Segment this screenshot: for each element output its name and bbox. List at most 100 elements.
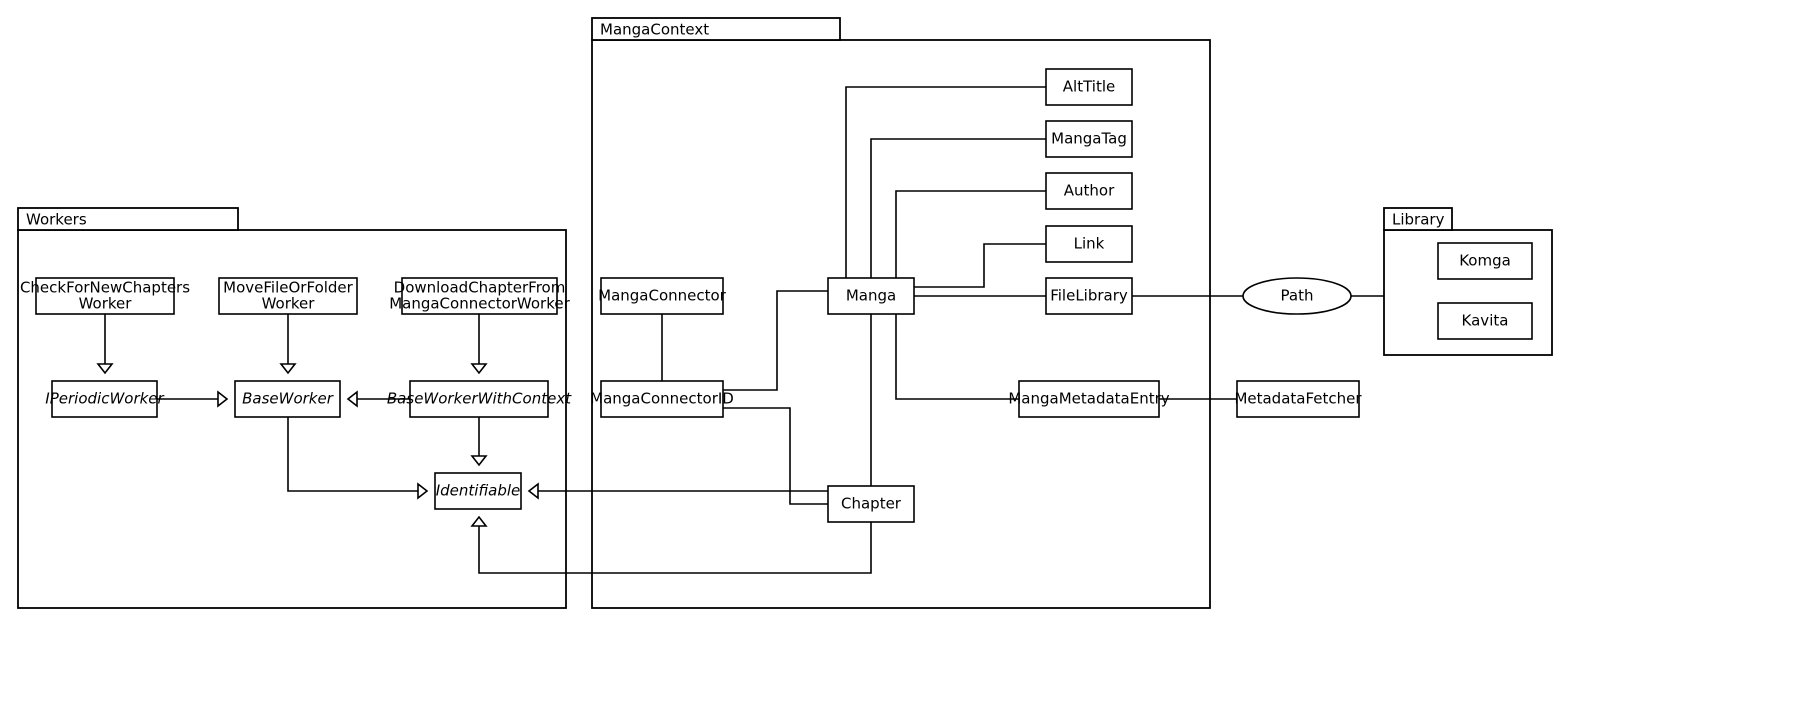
node-label: Link (1074, 235, 1105, 253)
node-iperiodicworker[interactable]: IPeriodicWorker (45, 380, 165, 418)
node-label: MangaConnectorWorker (389, 295, 570, 313)
node-label: CheckForNewChapters (20, 279, 190, 297)
node-link[interactable]: Link (1045, 225, 1133, 263)
node-manga[interactable]: Manga (827, 277, 915, 315)
node-mangametadataentry[interactable]: MangaMetadataEntry (1008, 380, 1170, 418)
edge-line (914, 243, 1046, 288)
package-label: Workers (26, 211, 87, 229)
node-path[interactable]: Path (1242, 277, 1352, 315)
node-label: Kavita (1462, 312, 1509, 330)
node-shape[interactable] (35, 277, 175, 315)
edge-e-manga-metadata (895, 314, 1019, 400)
node-shape[interactable] (1242, 277, 1352, 315)
node-shape[interactable] (1437, 242, 1533, 280)
node-shape[interactable] (600, 277, 724, 315)
arrowhead-hollow-triangle (96, 363, 114, 375)
node-label: Komga (1459, 252, 1511, 270)
package-tab (591, 17, 841, 41)
node-label: Manga (846, 287, 896, 305)
edge-e-manga-ident (470, 314, 872, 574)
edge-e-connid-manga (723, 290, 828, 391)
edge-e-manga-author (895, 190, 1046, 278)
node-label: DownloadChapterFrom (394, 279, 566, 297)
node-label: Path (1281, 287, 1314, 305)
node-shape[interactable] (827, 277, 915, 315)
node-shape[interactable] (434, 472, 522, 510)
node-shape[interactable] (1045, 277, 1133, 315)
edge-e-manga-alttitle (845, 86, 1046, 278)
arrowhead-hollow-triangle (217, 390, 229, 408)
node-shape[interactable] (1045, 225, 1133, 263)
node-label: MetadataFetcher (1234, 390, 1362, 408)
edge-e-connid-chapter (723, 407, 828, 505)
arrowhead-hollow-triangle (279, 363, 297, 375)
node-kavita[interactable]: Kavita (1437, 302, 1533, 340)
edge-e-iperiodic-base (157, 390, 229, 408)
node-label: IPeriodicWorker (45, 390, 164, 408)
edge-line (870, 138, 1046, 278)
node-mangaconnector[interactable]: MangaConnector (598, 277, 727, 315)
node-shape[interactable] (1045, 68, 1133, 106)
node-layer: CheckForNewChaptersWorkerMoveFileOrFolde… (20, 68, 1533, 523)
node-mangaconnectorid[interactable]: MangaConnectorID (590, 380, 734, 418)
node-shape[interactable] (1045, 172, 1133, 210)
package-label: MangaContext (600, 21, 709, 39)
node-baseworker[interactable]: BaseWorker (234, 380, 341, 418)
node-shape[interactable] (51, 380, 158, 418)
node-shape[interactable] (234, 380, 341, 418)
arrowhead-hollow-triangle (470, 363, 488, 375)
package-tab (1383, 207, 1453, 231)
node-baseworkerwithctx[interactable]: BaseWorkerWithContext (387, 380, 572, 418)
node-label: Worker (262, 295, 316, 313)
node-alttitle[interactable]: AltTitle (1045, 68, 1133, 106)
node-label: Worker (79, 295, 133, 313)
edge-e-chapter-ident (527, 482, 828, 500)
node-shape[interactable] (218, 277, 358, 315)
edge-e-manga-mangatag (870, 138, 1046, 278)
arrowhead-hollow-triangle (470, 455, 488, 467)
node-label: Identifiable (436, 482, 521, 500)
node-label: FileLibrary (1050, 287, 1128, 305)
node-metadatafetcher[interactable]: MetadataFetcher (1234, 380, 1362, 418)
arrowhead-hollow-triangle (346, 390, 358, 408)
node-shape[interactable] (1236, 380, 1360, 418)
arrowhead-hollow-triangle (417, 482, 429, 500)
node-chapter[interactable]: Chapter (827, 485, 915, 523)
edge-line (723, 290, 828, 391)
edge-e-manga-link (914, 243, 1046, 288)
node-label: MangaMetadataEntry (1008, 390, 1169, 408)
node-shape[interactable] (1018, 380, 1160, 418)
edge-e-download-basectx (470, 314, 488, 375)
arrowhead-hollow-triangle (470, 515, 488, 527)
node-komga[interactable]: Komga (1437, 242, 1533, 280)
edge-line (895, 190, 1046, 278)
edge-line (287, 417, 418, 492)
node-shape[interactable] (827, 485, 915, 523)
edge-e-move-base (279, 314, 297, 375)
node-author[interactable]: Author (1045, 172, 1133, 210)
node-label: BaseWorkerWithContext (387, 390, 572, 408)
edge-layer (96, 86, 1384, 574)
edge-e-basectx-ident (470, 417, 488, 467)
node-shape[interactable] (401, 277, 558, 315)
node-label: MoveFileOrFolder (223, 279, 353, 297)
edge-e-base-ident (287, 417, 429, 500)
node-shape[interactable] (409, 380, 549, 418)
package-label: Library (1392, 211, 1445, 229)
node-label: BaseWorker (242, 390, 334, 408)
node-label: AltTitle (1063, 78, 1115, 96)
edge-line (478, 314, 872, 574)
node-filelibrary[interactable]: FileLibrary (1045, 277, 1133, 315)
node-shape[interactable] (1045, 120, 1133, 158)
node-identifiable[interactable]: Identifiable (434, 472, 522, 510)
node-shape[interactable] (600, 380, 724, 418)
edge-line (845, 86, 1046, 278)
node-mangatag[interactable]: MangaTag (1045, 120, 1133, 158)
node-shape[interactable] (1437, 302, 1533, 340)
node-label: MangaConnectorID (590, 390, 734, 408)
